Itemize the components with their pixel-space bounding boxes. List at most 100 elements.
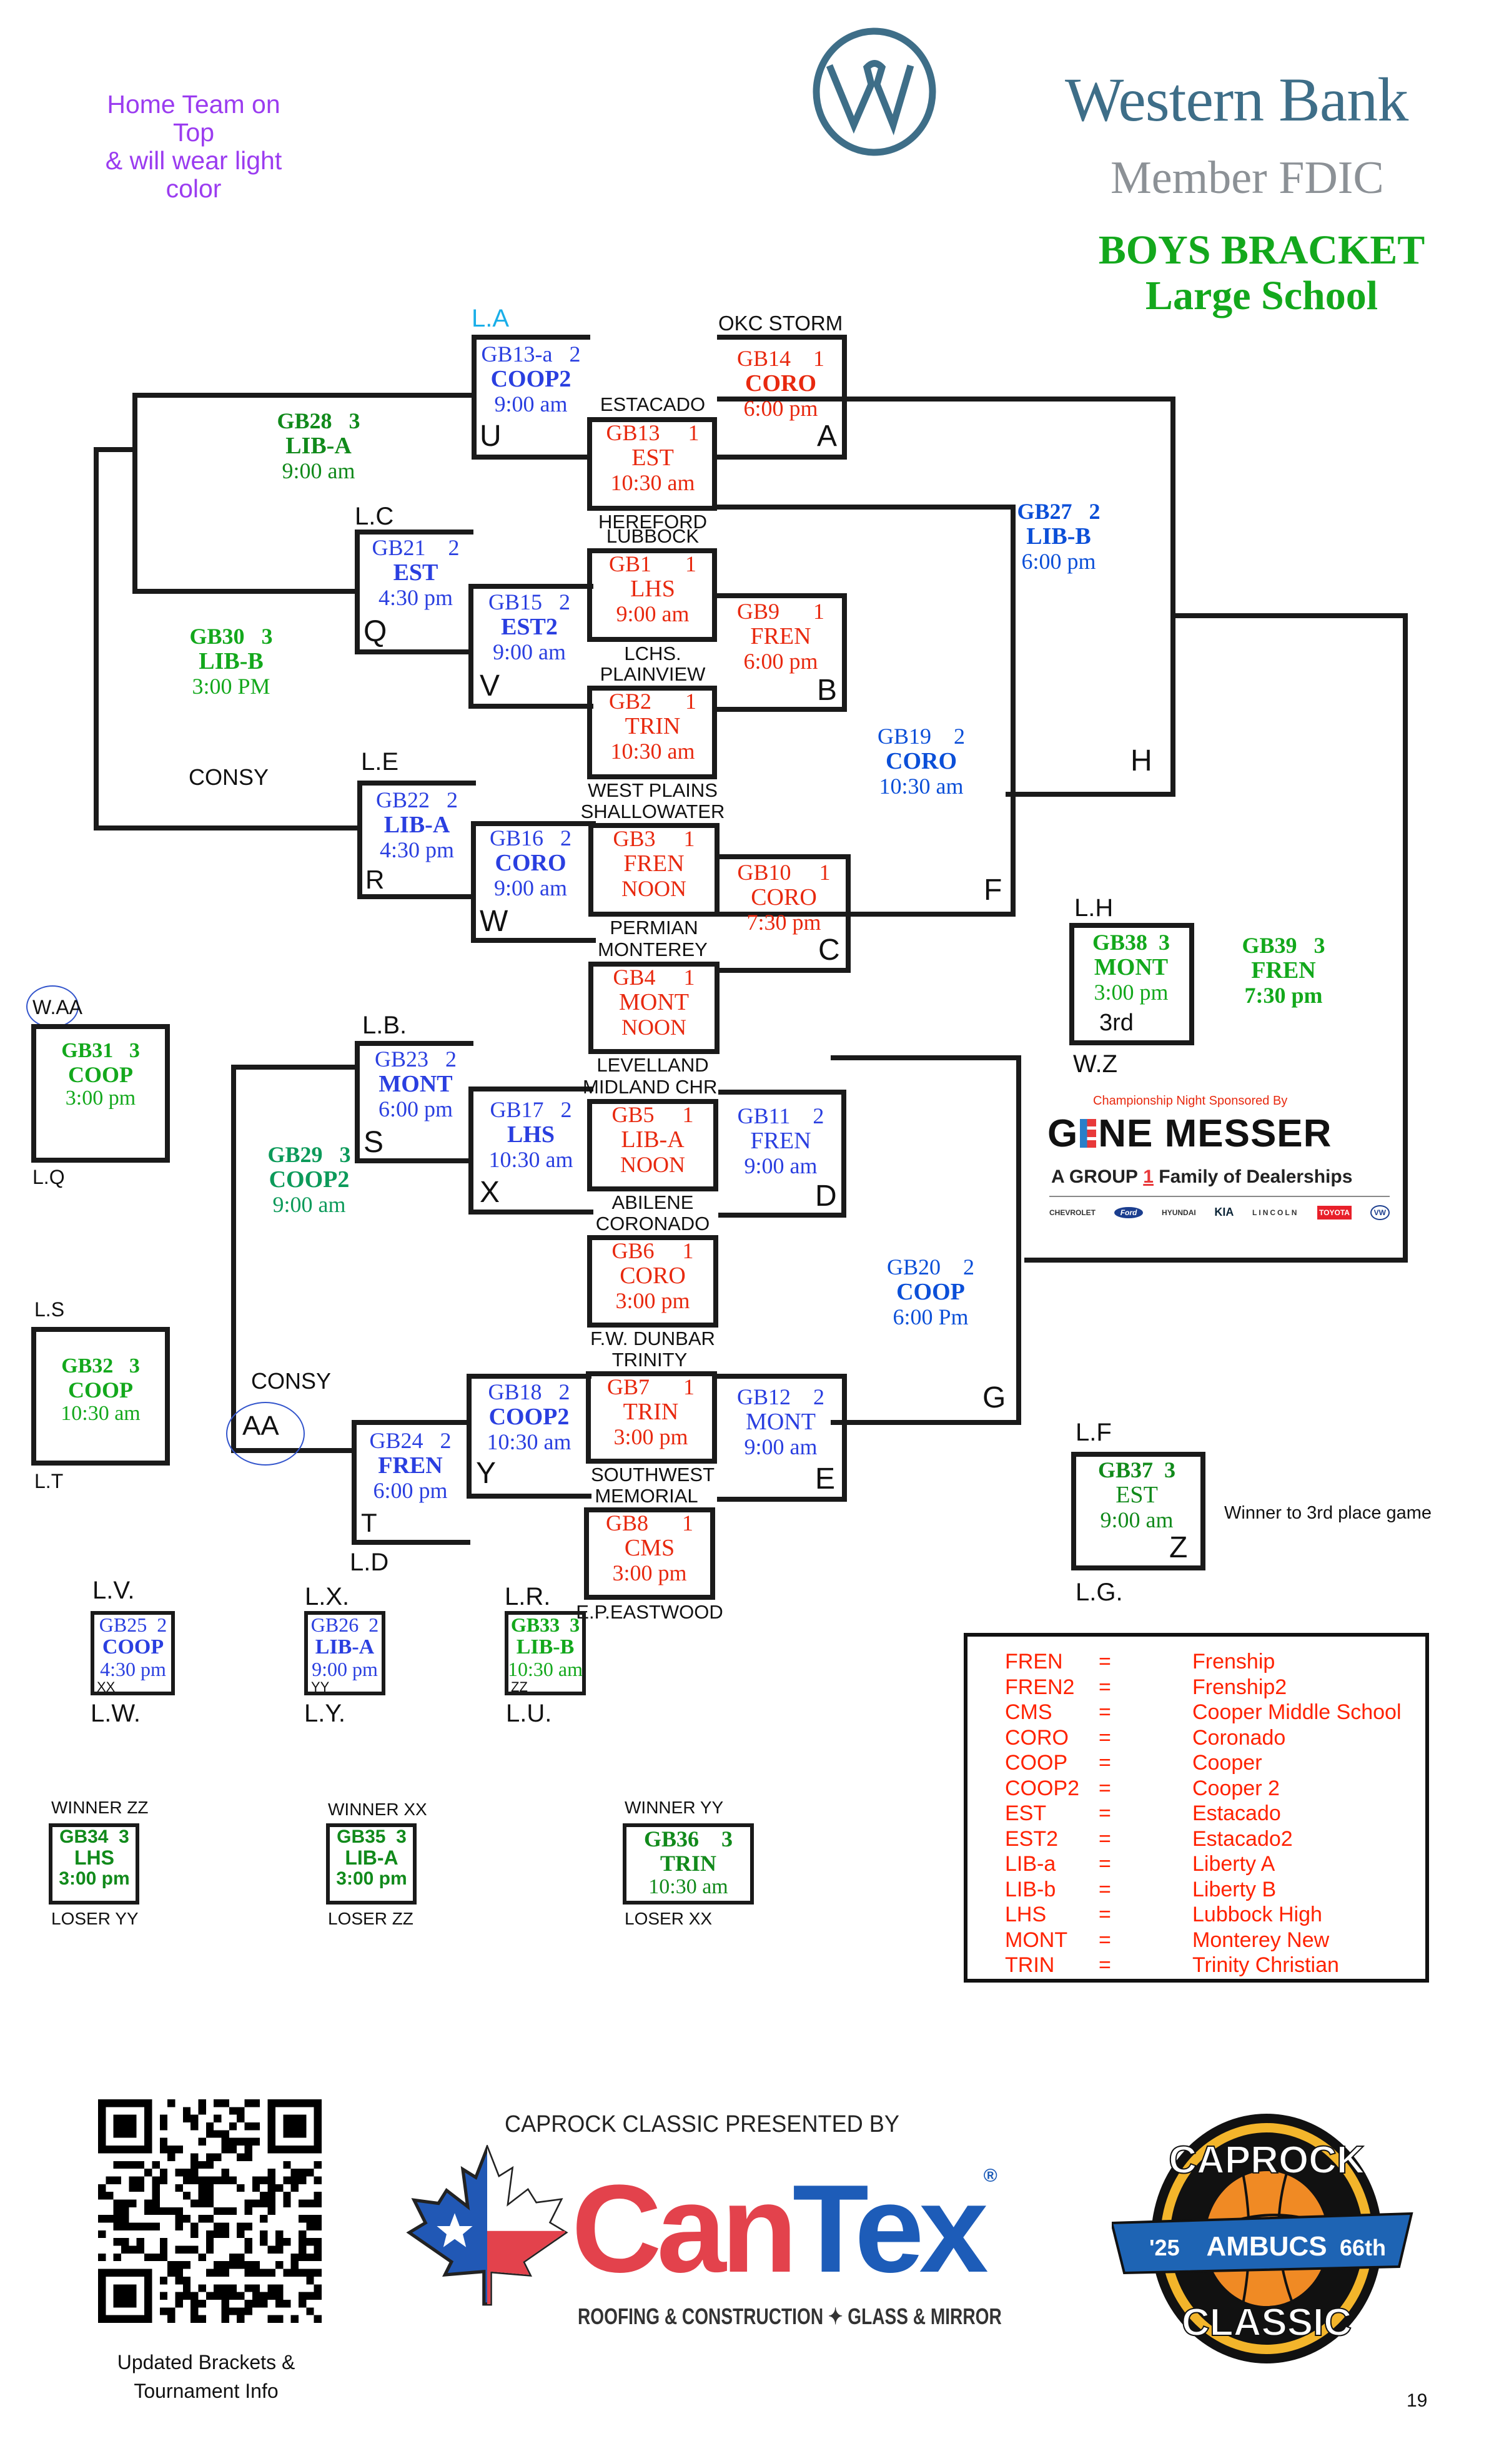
flag-e-icon [1080, 1119, 1097, 1148]
bracket-line [1170, 397, 1175, 796]
game-gb39[interactable]: GB39 3 FREN 7:30 pm [1221, 934, 1346, 1008]
game-gb26[interactable] [304, 1611, 385, 1695]
game-team: CORO [886, 747, 957, 774]
game-gb38-text: GB38 3 MONT 3:00 pm [1072, 930, 1190, 1005]
legend-name: Estacado [1192, 1801, 1281, 1825]
game-gb33[interactable] [505, 1611, 586, 1695]
game-gb31[interactable] [31, 1024, 170, 1163]
game-team: LIB-A [383, 811, 450, 838]
game-gb25[interactable] [91, 1611, 175, 1695]
game-team: MONT [746, 1408, 816, 1435]
legend-row: EST2=Estacado2 [1005, 1826, 1425, 1852]
game-gb20[interactable]: GB20 2 COOP 6:00 Pm [868, 1255, 993, 1329]
game-gb23[interactable] [355, 1041, 473, 1163]
gb29-consy-label: CONSY [251, 1368, 332, 1394]
gb24-bottom-label: L.D [350, 1549, 389, 1576]
game-gb3[interactable] [588, 823, 720, 917]
legend-abbr: FREN2 [1005, 1675, 1075, 1699]
game-gb27[interactable]: GB27 2 LIB-B 6:00 pm [999, 500, 1118, 574]
legend-name: Liberty A [1192, 1852, 1275, 1876]
gb31-top-label: W.AA [32, 996, 83, 1018]
legend-abbr: TRIN [1005, 1953, 1055, 1977]
game-time: 3:00 pm [612, 1560, 687, 1585]
game-team: LIB-A [315, 1635, 375, 1658]
game-gb30[interactable]: GB30 3 LIB-B 3:00 PM [162, 624, 300, 699]
game-gb4[interactable] [588, 962, 720, 1054]
game-gb35[interactable] [326, 1823, 417, 1905]
game-gb10[interactable] [720, 854, 851, 973]
game-gb11[interactable] [718, 1090, 846, 1218]
game-gb21[interactable] [355, 530, 473, 654]
game-gb38[interactable] [1069, 923, 1194, 1045]
gb33-bottom-label: L.U. [506, 1700, 552, 1727]
game-id: GB23 2 [374, 1047, 457, 1072]
game-gb18[interactable] [467, 1374, 591, 1499]
gb35-top-label: WINNER XX [328, 1800, 427, 1819]
game-gb2[interactable] [587, 686, 717, 779]
game-gb2-text: GB2 1 TRIN 10:30 am [590, 689, 715, 764]
game-time: 10:30 am [487, 1429, 571, 1454]
legend-name: Lubbock High [1192, 1903, 1322, 1926]
game-id: GB25 2 [99, 1614, 167, 1636]
game-gb32[interactable] [31, 1327, 170, 1466]
legend-name: Frenship [1192, 1650, 1275, 1673]
title-line-2: Large School [1145, 272, 1378, 318]
gb37-bottom-label: L.G. [1076, 1579, 1123, 1606]
gb32-bottom-label: L.T [34, 1470, 64, 1492]
legend-name: Monterey New [1192, 1928, 1330, 1952]
game-gb22[interactable] [357, 781, 476, 899]
game-gb7-text: GB7 1 TRIN 3:00 pm [588, 1375, 713, 1449]
game-gb19[interactable]: GB19 2 CORO 10:30 am [859, 724, 984, 799]
game-gb17[interactable] [468, 1087, 593, 1215]
game-gb13a[interactable] [472, 335, 590, 460]
game-gb16-text: GB16 2 CORO 9:00 am [476, 826, 585, 900]
gb36-top-label: WINNER YY [625, 1798, 724, 1817]
game-gb5[interactable] [587, 1099, 718, 1191]
game-team: COOP [68, 1377, 133, 1402]
game-gb22-text: GB22 2 LIB-A 4:30 pm [362, 788, 472, 862]
game-gb28[interactable]: GB28 3 LIB-A 9:00 am [247, 409, 390, 483]
game-gb6[interactable] [587, 1235, 718, 1328]
cantex-subtitle: ROOFING & CONSTRUCTION ✦ GLASS & MIRROR [578, 2304, 1002, 2329]
game-gb24[interactable] [352, 1420, 470, 1545]
game-gb36[interactable] [623, 1823, 754, 1905]
game-team: FREN [750, 623, 811, 649]
game-time: 9:00 am [272, 1191, 346, 1217]
gb4-top-school: MONTEREY [598, 939, 708, 960]
gb27-letter-h: H [1130, 744, 1152, 777]
gb18-letter: Y [476, 1457, 497, 1490]
game-gb29[interactable]: GB29 3 COOP2 9:00 am [250, 1143, 369, 1217]
game-id: GB5 1 [611, 1102, 694, 1127]
game-gb9[interactable] [717, 593, 847, 712]
game-time: 3:00 pm [615, 1288, 690, 1313]
game-team: COOP [896, 1278, 965, 1305]
game-gb8[interactable] [584, 1507, 715, 1600]
game-gb7[interactable] [586, 1371, 717, 1464]
legend-abbr: EST [1005, 1801, 1047, 1825]
game-gb12[interactable] [717, 1374, 847, 1502]
gb37-note: Winner to 3rd place game [1224, 1503, 1432, 1523]
game-gb23-text: GB23 2 MONT 6:00 pm [361, 1047, 470, 1121]
game-gb34-text: GB34 3 LHS 3:00 pm [52, 1826, 136, 1889]
game-team: LIB-B [199, 648, 264, 674]
game-team: CORO [745, 370, 816, 397]
legend-name: Liberty B [1192, 1877, 1277, 1901]
game-gb37[interactable] [1071, 1452, 1205, 1570]
tagline-a: A [1051, 1166, 1064, 1187]
game-gb34[interactable] [49, 1823, 139, 1905]
gb21-letter: Q [364, 615, 387, 648]
game-id: GB38 3 [1092, 930, 1170, 955]
game-team: LIB-A [285, 432, 352, 459]
legend-row: TRIN=Trinity Christian [1005, 1953, 1425, 1978]
game-team: MONT [378, 1070, 453, 1097]
game-gb13[interactable] [587, 417, 717, 511]
game-gb14[interactable] [717, 335, 847, 460]
game-time: 9:00 pm [312, 1658, 378, 1681]
game-gb1[interactable] [587, 548, 717, 642]
game-id: GB29 3 [267, 1142, 351, 1167]
cantex-tex: Tex [792, 2159, 989, 2299]
legend-row: LIB-a=Liberty A [1005, 1851, 1425, 1877]
game-gb15[interactable] [468, 584, 593, 709]
legend-equals: = [1099, 1928, 1111, 1952]
game-gb16[interactable] [471, 821, 596, 943]
